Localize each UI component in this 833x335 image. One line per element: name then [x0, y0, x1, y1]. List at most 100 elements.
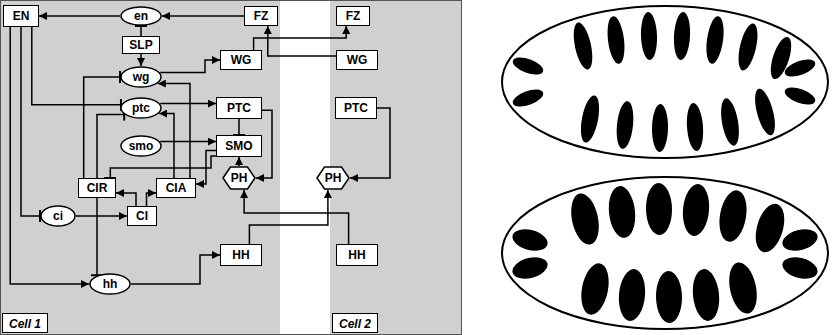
activation-connector	[160, 60, 220, 73]
node-label: PH	[231, 171, 248, 185]
stripe	[640, 12, 658, 61]
stripe	[673, 12, 691, 61]
gene-ellipse: en	[120, 6, 162, 26]
protein-box: PTC	[335, 97, 377, 119]
gene-ellipse: ptc	[120, 97, 162, 119]
gene-ellipse: ci	[40, 205, 76, 227]
stripe	[685, 103, 704, 152]
node-label: Cell 1	[9, 317, 41, 331]
inhibition-connector	[84, 77, 120, 178]
activation-connector	[147, 193, 157, 206]
stripe	[751, 87, 779, 138]
protein-box: CI	[127, 206, 157, 226]
hexagon-outline	[223, 167, 255, 189]
activation-connector	[160, 103, 216, 105]
stripe	[570, 21, 596, 71]
stripe	[690, 268, 721, 322]
node-label: HH	[232, 248, 249, 262]
inhibition-connector	[140, 26, 142, 36]
node-label: Cell 2	[339, 317, 371, 331]
node-label: PH	[325, 171, 342, 185]
stripe	[656, 271, 683, 323]
stripe	[780, 254, 820, 283]
inhibition-connector	[110, 156, 216, 178]
protein-box: FZ	[244, 6, 278, 26]
node-label: HH	[348, 248, 365, 262]
node-label: PTC	[227, 101, 251, 115]
node-label: hh	[103, 277, 118, 291]
node-label: PTC	[344, 101, 368, 115]
gene-ellipse-outline	[121, 98, 161, 118]
protein-box: WG	[220, 50, 262, 70]
node-label: CI	[136, 209, 148, 223]
node-label: SMO	[225, 139, 252, 153]
stripe	[567, 191, 603, 247]
stripe	[652, 104, 669, 152]
gene-ellipse-outline	[90, 274, 130, 294]
activation-connector	[244, 190, 349, 244]
complex-hexagon: PH	[316, 166, 350, 190]
node-label: WG	[231, 53, 252, 67]
stripe	[510, 254, 550, 283]
inhibition-connector	[96, 198, 98, 275]
node-label: WG	[347, 53, 368, 67]
protein-box: CIR	[78, 178, 116, 198]
inhibition-connector	[238, 119, 240, 135]
activation-connector	[268, 26, 336, 56]
cell-label: Cell 1	[2, 313, 48, 333]
activation-connector	[131, 255, 220, 284]
activation-connector	[160, 141, 216, 143]
activation-connector	[10, 27, 89, 284]
stripe	[510, 226, 550, 255]
gene-ellipse-outline	[121, 136, 161, 156]
node-label: FZ	[346, 9, 361, 23]
stripe	[511, 54, 546, 78]
stripe	[646, 183, 673, 235]
stripe	[735, 22, 761, 72]
stripe	[605, 15, 627, 65]
gene-ellipse: smo	[120, 135, 162, 157]
gene-ellipse-outline	[121, 67, 161, 87]
cell-ground	[0, 0, 280, 335]
stripe	[615, 100, 636, 149]
activation-connector	[158, 84, 190, 178]
inhibition-connector	[21, 27, 40, 216]
cell-ground	[330, 0, 462, 335]
node-label: smo	[129, 139, 154, 153]
protein-box: FZ	[336, 6, 370, 26]
node-label: wg	[133, 70, 150, 84]
node-label: FZ	[254, 9, 269, 23]
gene-ellipse: wg	[120, 66, 162, 88]
cell-region: Cell 1 EN en FZ SLP WG wg ptc PTC smo SMO CIR CIA PH c…	[0, 0, 280, 335]
panel-frame	[1, 1, 462, 335]
gene-ellipse-outline	[41, 206, 75, 226]
protein-box: PTC	[216, 97, 262, 119]
embryo-outline	[502, 177, 828, 329]
node-label: EN	[13, 9, 30, 23]
protein-box: SLP	[122, 36, 160, 54]
node-label: SLP	[129, 38, 152, 52]
protein-box: HH	[220, 244, 262, 266]
cell-region: Cell 2FZWGPTCPHHH	[330, 0, 462, 335]
stripe	[704, 15, 727, 65]
activation-connector	[249, 190, 328, 244]
gene-ellipse: hh	[89, 273, 131, 295]
inhibition-connector	[32, 27, 121, 105]
stripe	[577, 261, 612, 317]
protein-box: CIA	[156, 178, 196, 198]
activation-connector	[116, 193, 136, 206]
node-label: CIR	[87, 181, 108, 195]
embryo-outline	[502, 6, 828, 158]
node-label: CIA	[166, 181, 187, 195]
stripe	[780, 226, 820, 255]
stripe	[751, 200, 790, 255]
node-label: ptc	[132, 101, 150, 115]
stripe	[606, 185, 637, 239]
stripe	[725, 260, 761, 316]
activation-connector	[238, 157, 240, 166]
activation-connector	[76, 215, 127, 217]
activation-connector	[140, 54, 142, 66]
complex-hexagon: PH	[222, 166, 256, 190]
activation-connector	[39, 15, 120, 17]
activation-connector	[162, 15, 244, 17]
